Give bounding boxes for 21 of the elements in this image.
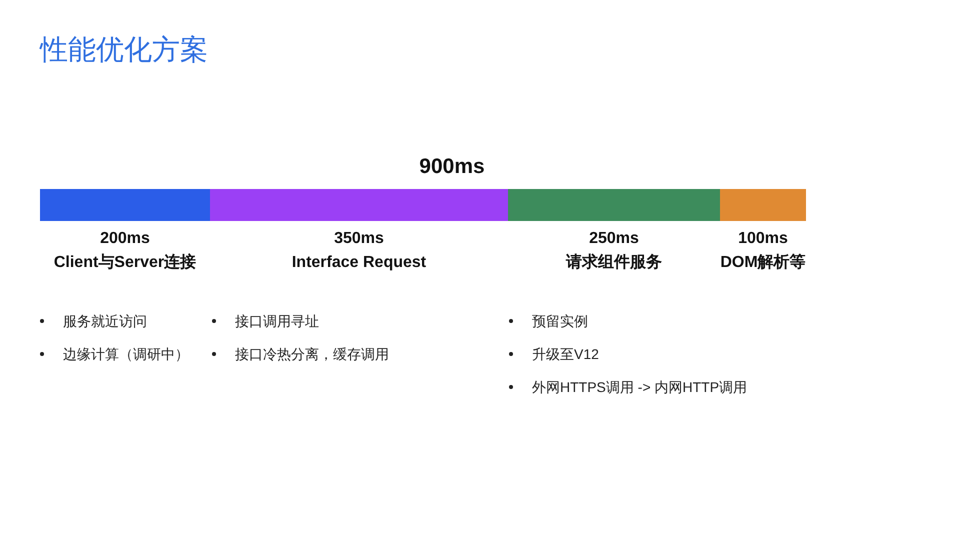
duration-label: 350ms <box>333 229 385 249</box>
segment-label: 请求组件服务 <box>564 252 663 273</box>
bar-segment <box>720 189 806 221</box>
duration-label: 200ms <box>99 229 151 249</box>
bullet-text: 预留实例 <box>532 312 588 330</box>
bullet-text: 接口调用寻址 <box>235 312 319 330</box>
segment-label: DOM解析等 <box>719 252 807 273</box>
duration-label: 250ms <box>588 229 640 249</box>
bullet-text: 边缘计算（调研中） <box>63 345 189 363</box>
bar-segment <box>40 189 210 221</box>
total-duration-label: 900ms <box>418 154 486 180</box>
bar-segment <box>508 189 720 221</box>
duration-label: 100ms <box>737 229 789 249</box>
bullet-text: 服务就近访问 <box>63 312 147 330</box>
bar-segment <box>210 189 508 221</box>
bullet-text: 接口冷热分离，缓存调用 <box>235 345 389 363</box>
segment-label: Interface Request <box>290 253 428 273</box>
segment-label: Client与Server连接 <box>52 252 198 273</box>
slide-title: 性能优化方案 <box>40 33 208 67</box>
bullet-text: 外网HTTPS调用 -> 内网HTTP调用 <box>532 378 748 396</box>
bullet-text: 升级至V12 <box>532 345 599 363</box>
